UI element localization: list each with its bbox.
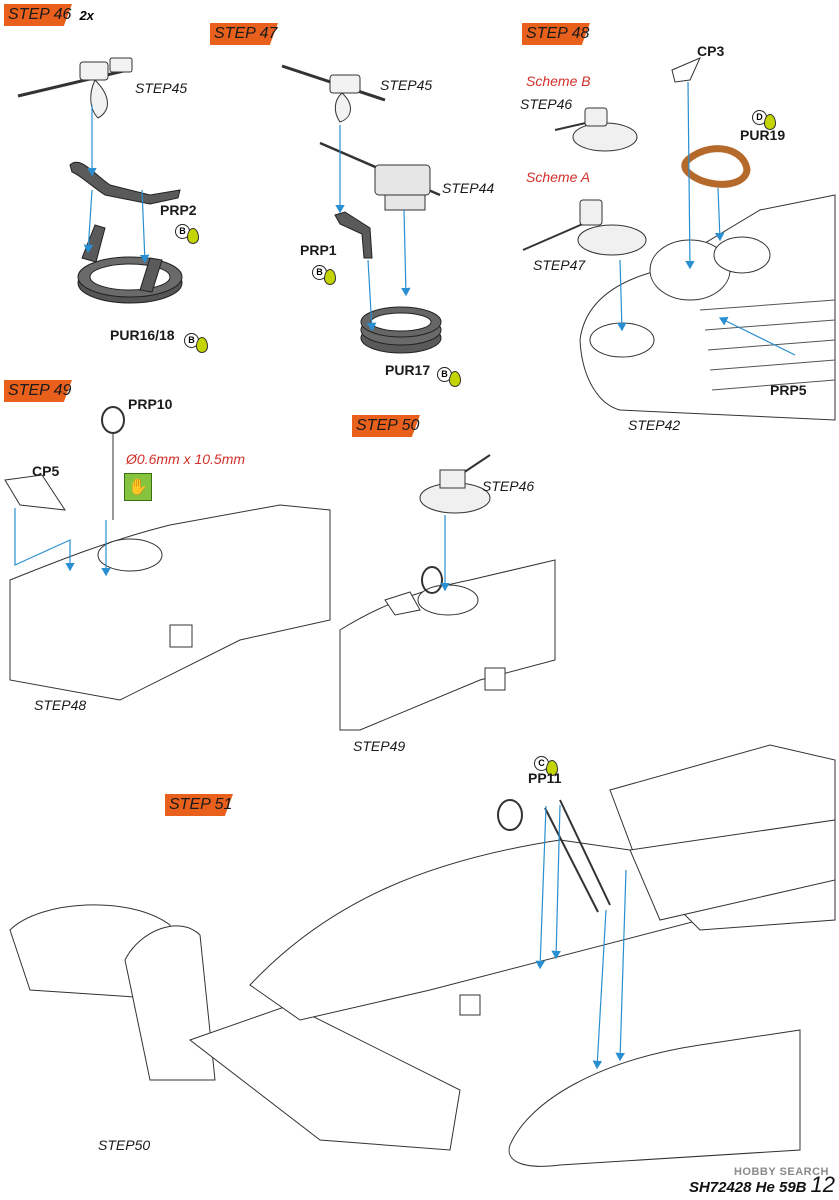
quantity-label: 2x xyxy=(79,7,94,23)
step50-header: STEP 50 xyxy=(352,415,420,437)
paint-marker-prp2: B xyxy=(175,218,199,244)
step51-aircraft xyxy=(9,744,836,1167)
part-cp3: CP3 xyxy=(697,43,725,59)
paint-marker-pur19: D xyxy=(752,104,776,130)
paint-marker-pp11: C xyxy=(534,750,558,776)
step47-cannon xyxy=(319,141,441,211)
page-number: 12 xyxy=(810,1172,835,1197)
step46-callouts xyxy=(83,105,150,264)
step50-turret xyxy=(419,454,491,514)
ref-step48: STEP48 xyxy=(34,697,87,713)
step48-header: STEP 48 xyxy=(522,23,590,45)
scheme-b-label: Scheme B xyxy=(526,73,591,89)
part-prp1: PRP1 xyxy=(300,242,337,258)
step51-header: STEP 51 xyxy=(165,794,233,816)
footer-code: SH72428 He 59B xyxy=(688,1179,807,1196)
scheme-a-label: Scheme A xyxy=(526,169,591,185)
paint-marker-prp1: B xyxy=(312,259,336,285)
step48-callouts xyxy=(616,81,796,356)
step46-gun xyxy=(17,57,133,119)
step46-mount xyxy=(69,162,183,304)
part-cp5: CP5 xyxy=(32,463,60,479)
paint-marker-pur17: B xyxy=(437,361,461,387)
ref-step46-b: STEP46 xyxy=(482,478,535,494)
ref-step46-a: STEP46 xyxy=(520,96,573,112)
step46-header: STEP 46 2x xyxy=(4,4,94,26)
pur19-ring xyxy=(681,145,751,188)
step47-callouts xyxy=(335,125,411,332)
part-pur16-18: PUR16/18 xyxy=(110,327,175,343)
paint-drop-icon xyxy=(764,114,776,130)
part-prp2: PRP2 xyxy=(160,202,197,218)
step47-header: STEP 47 xyxy=(210,23,278,45)
part-pp11: PP11 xyxy=(528,770,562,786)
step48-turret-a xyxy=(522,199,647,256)
ref-step49: STEP49 xyxy=(353,738,406,754)
paint-drop-icon xyxy=(196,337,208,353)
step47-ring xyxy=(334,211,442,354)
step49-header: STEP 49 xyxy=(4,380,72,402)
ref-step45-b: STEP45 xyxy=(380,77,433,93)
step48-turret-b xyxy=(554,107,638,152)
paint-drop-icon xyxy=(187,228,199,244)
part-prp5: PRP5 xyxy=(770,382,807,398)
cp3-windscreen xyxy=(671,57,701,83)
watermark: HOBBY SEARCH xyxy=(733,1166,829,1178)
paint-drop-icon xyxy=(546,760,558,776)
part-pur17: PUR17 xyxy=(385,362,431,378)
ref-step50: STEP50 xyxy=(98,1137,151,1153)
step49-fuselage xyxy=(4,406,331,701)
ref-step45-a: STEP45 xyxy=(135,80,188,96)
step51-callouts xyxy=(535,804,627,1070)
ref-step47: STEP47 xyxy=(533,257,586,273)
ref-step44: STEP44 xyxy=(442,180,495,196)
hand-icon: ✋ xyxy=(124,473,152,501)
paint-marker-pur16-18: B xyxy=(184,327,208,353)
step49-callouts xyxy=(14,508,111,577)
part-pur19: PUR19 xyxy=(740,127,786,143)
step48-fuselage xyxy=(579,194,836,421)
ref-step42: STEP42 xyxy=(628,417,681,433)
paint-drop-icon xyxy=(324,269,336,285)
step47-gun xyxy=(281,64,386,123)
step50-fuselage xyxy=(339,559,556,731)
dimension-note: Ø0.6mm x 10.5mm xyxy=(126,451,246,467)
part-prp10: PRP10 xyxy=(128,396,173,412)
paint-drop-icon xyxy=(449,371,461,387)
